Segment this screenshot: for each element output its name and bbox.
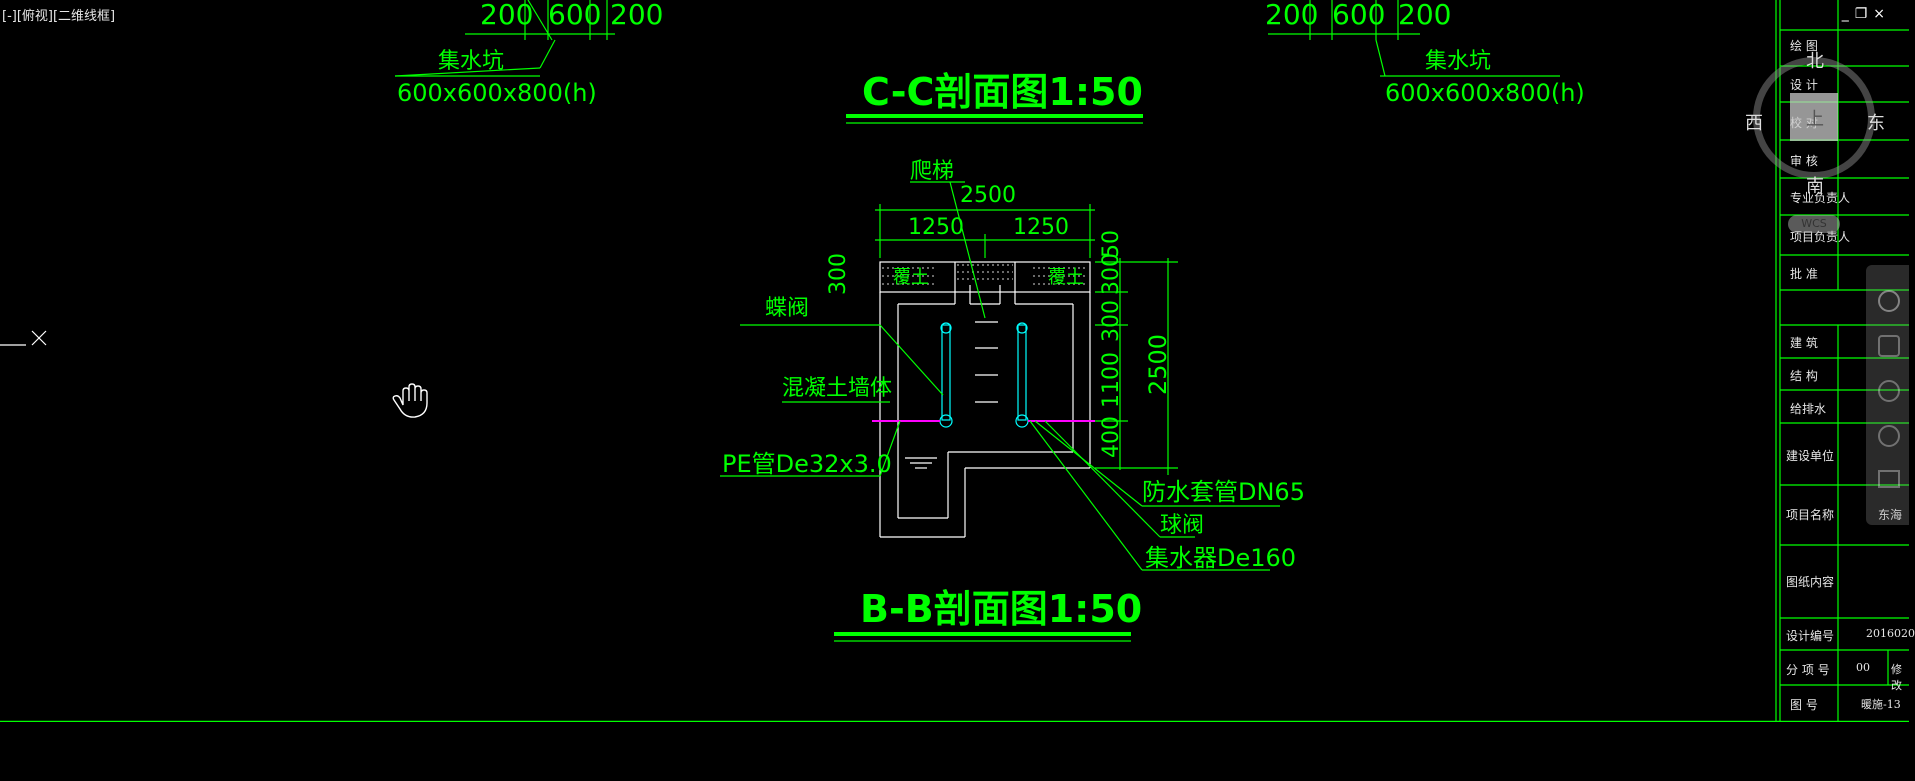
title-block-text: 绘 图 设 计 校 对 审 核 专业负责人 项目负责人 批 准 建 筑 结 构 … [1780,0,1915,722]
right-dim-1100: 1100 [1099,352,1124,408]
right-top-pit-annotation [1268,0,1560,77]
left-dim-200a: 200 [480,0,533,31]
viewcube[interactable]: 北 南 西 东 上 WCS [1745,45,1885,233]
viewcube-top-label[interactable]: 上 [1806,109,1824,130]
half-dim-left: 1250 [908,215,964,240]
tb-design-no-value: 2016020 [1866,627,1915,640]
tb-sub-no-value: 00 [1856,661,1870,674]
minimize-button[interactable]: _ [1841,6,1855,22]
tb-row-approve: 批 准 [1790,267,1818,281]
viewcube-face-top[interactable] [1790,93,1838,141]
section-bb-title: B-B剖面图1:50 [860,587,1142,631]
viewport-window-controls[interactable]: _❐× [1842,6,1891,22]
right-dim-50: 50 [1099,230,1124,258]
right-pit-size: 600x600x800(h) [1385,79,1585,107]
tb-row-project-lead: 项目负责人 [1790,230,1851,244]
waterproof-sleeve-label: 防水套管DN65 [1142,478,1305,506]
command-line-area[interactable] [0,722,1909,781]
tb-project-value: 东海 [1878,508,1903,522]
tb-sub-no: 分 项 号 [1786,663,1830,677]
ladder-label: 爬梯 [910,159,954,184]
left-dim-200b: 200 [610,0,663,31]
tb-row-discipline-lead: 专业负责人 [1790,191,1851,205]
right-dim-400: 400 [1099,416,1124,458]
navigation-bar[interactable] [1866,265,1909,525]
left-top-pit-annotation [394,0,615,77]
viewport-label[interactable]: [-][俯视][二维线框] [2,9,116,24]
viewcube-south[interactable]: 南 [1806,176,1824,197]
half-dim-right: 1250 [1013,215,1069,240]
left-dim-300: 300 [826,253,851,295]
tb-project-name: 项目名称 [1786,508,1835,522]
left-pit-size: 600x600x800(h) [397,79,597,107]
viewcube-wcs-menu[interactable]: WCS [1788,215,1840,233]
tb-drawing-no: 图 号 [1790,698,1818,712]
viewcube-east[interactable]: 东 [1867,113,1885,134]
viewcube-ring[interactable] [1753,57,1875,179]
tb-design-no: 设计编号 [1786,629,1835,643]
right-pit-label: 集水坑 [1425,49,1491,74]
ucs-icon [0,330,47,346]
right-dim-200a: 200 [1265,0,1318,31]
tb-disc-arch: 建 筑 [1790,336,1818,350]
top-dim-2500: 2500 [960,183,1016,208]
tb-drawing-no-value: 暖施-13 [1861,698,1901,711]
right-dim-300a: 300 [1099,253,1124,295]
orbit-icon[interactable] [1878,425,1900,447]
zoom-icon[interactable] [1878,380,1900,402]
pan-hand-cursor-icon [392,383,428,418]
tb-build-unit: 建设单位 [1786,449,1835,463]
showmotion-icon[interactable] [1878,470,1900,488]
pe-pipe-label: PE管De32x3.0 [722,450,892,478]
close-button[interactable]: × [1873,6,1891,22]
tb-row-drafting: 绘 图 [1790,39,1818,53]
right-dim-200b: 200 [1398,0,1451,31]
restore-button[interactable]: ❐ [1854,6,1874,22]
tb-disc-plumb: 给排水 [1790,402,1827,416]
left-dim-600: 600 [548,0,601,31]
left-pit-label: 集水坑 [438,49,504,74]
cover-soil-left: 覆土 [893,267,929,288]
pan-icon[interactable] [1878,335,1900,357]
ball-valve-label: 球阀 [1160,513,1204,538]
section-cc-title: C-C剖面图1:50 [862,70,1143,114]
butterfly-valve-label: 蝶阀 [765,296,809,321]
collector-label: 集水器De160 [1145,544,1296,572]
viewcube-north[interactable]: 北 [1806,51,1824,72]
tb-sub-no-value2: 修改 [1891,663,1902,692]
height-dim-2500: 2500 [1144,334,1172,395]
tb-disc-struct: 结 构 [1790,369,1818,383]
wcs-label: WCS [1801,217,1827,230]
cover-soil-right: 覆土 [1048,267,1084,288]
viewcube-west[interactable]: 西 [1745,113,1763,134]
right-dim-600: 600 [1332,0,1385,31]
tb-drawing-content: 图纸内容 [1786,575,1835,589]
section-bb-drawing [720,181,1280,571]
steering-wheel-icon[interactable] [1878,290,1900,312]
concrete-wall-label: 混凝土墙体 [782,376,892,401]
right-dim-300b: 300 [1099,300,1124,342]
